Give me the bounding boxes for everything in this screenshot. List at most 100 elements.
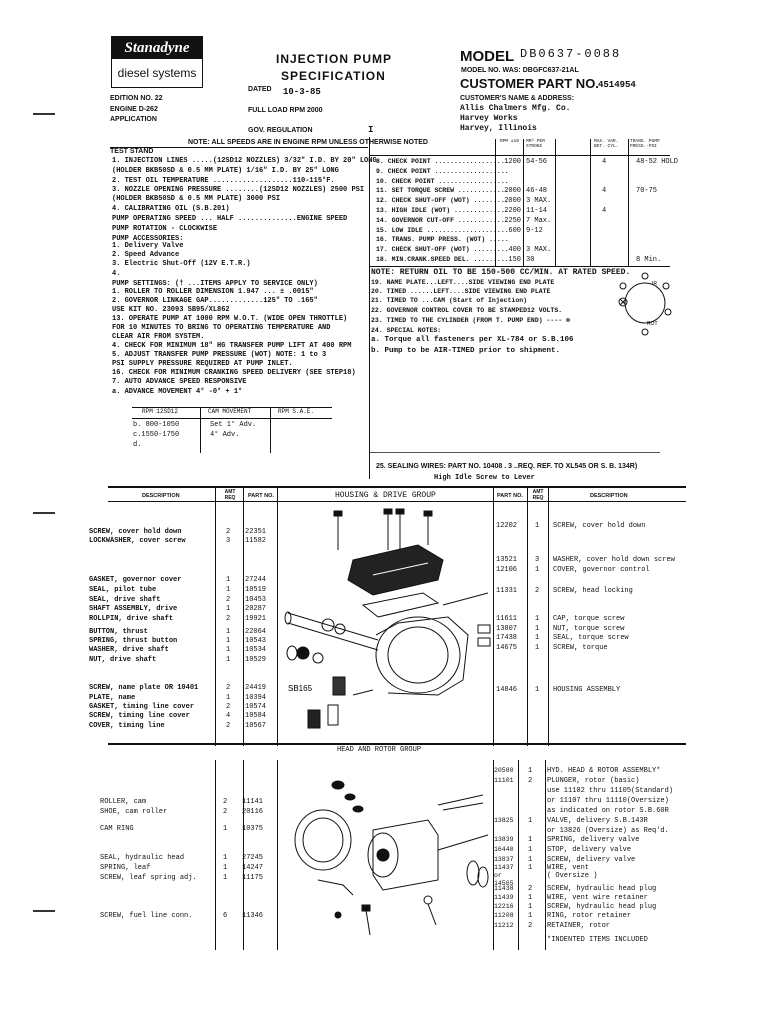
part-number: 14247 [242, 864, 264, 872]
part-description: SEAL, hydraulic head [100, 854, 185, 862]
check-row-mm: 54-56 [526, 158, 548, 166]
housing-drive-exploded-view: SB165 [284, 508, 491, 729]
part-description: HOUSING ASSEMBLY [553, 686, 621, 694]
part-amount: 2 [528, 922, 533, 930]
check-row-mm: 46-48 [526, 187, 548, 196]
part-number: 10394 [245, 694, 267, 702]
spec-line: a. ADVANCE MOVEMENT 4° -0° + 1° [112, 388, 243, 396]
part-amount: 1 [535, 634, 540, 642]
right-note-line: 23. TIMED TO THE CYLINDER (FROM T. PUMP … [371, 317, 570, 324]
check-row-mm: 30 [526, 256, 535, 264]
part-description: ( Oversize ) [547, 872, 598, 880]
part-description: WASHER, drive shaft [89, 646, 169, 654]
spec-line: PUMP SETTINGS: († ...ITEMS APPLY TO SERV… [112, 280, 318, 288]
spec-line: 2. TEST OIL TEMPERATURE ................… [112, 177, 335, 185]
advance-table-header: RPM 12SD12 [142, 408, 179, 415]
part-amount: 1 [226, 656, 231, 664]
part-number: 10453 [245, 596, 267, 604]
part-number: 11175 [242, 874, 264, 882]
speeds-note: NOTE: ALL SPEEDS ARE IN ENGINE RPM UNLES… [188, 139, 428, 146]
part-description: WASHER, cover hold down screw [553, 556, 675, 564]
part-number: 19921 [245, 615, 267, 623]
part-amount: 1 [528, 767, 533, 775]
spec-line: 2. Speed Advance [112, 251, 180, 259]
part-amount: 1 [528, 846, 533, 854]
spec-line: 4. CALIBRATING OIL (S.B.201) [112, 205, 230, 213]
part-number: 16440 [494, 846, 514, 853]
part-amount: 2 [226, 722, 231, 730]
part-description: ROLLPIN, drive shaft [89, 615, 174, 623]
part-description: ROLLER, cam [100, 798, 147, 806]
part-description: SPRING, leaf [100, 864, 151, 872]
advance-table-header: RPM S.A.E. [278, 408, 315, 415]
engine: ENGINE D-262 [110, 106, 158, 113]
right-note-line: 20. TIMED ......LEFT....SIDE VIEWING END… [371, 288, 551, 295]
part-description: SCREW, timing line cover [89, 712, 190, 720]
end-plate-circle [624, 282, 666, 324]
check-row-label: 10. CHECK POINT .................. [376, 177, 509, 185]
punch-mark [33, 512, 55, 514]
model-was: MODEL NO. WAS: DBGFC637-21AL [461, 67, 579, 74]
part-amount: 1 [223, 864, 228, 872]
part-number: 11582 [245, 537, 267, 545]
part-number: 11439 [494, 894, 514, 901]
check-row-label: 16. TRANS. PUMP PRESS. (WOT) ..... [376, 236, 509, 244]
check-table-header: MM³ PER STROKE [526, 139, 545, 149]
part-description: SPRING, delivery valve [547, 836, 640, 844]
check-row-label: 9. CHECK POINT ................... [376, 167, 509, 175]
part-number: 27244 [245, 576, 267, 584]
dated-value: 10-3-85 [283, 87, 321, 97]
part-description: NUT, drive shaft [89, 656, 157, 664]
part-number: 14846 [496, 686, 518, 694]
part-number: 10574 [245, 703, 267, 711]
part-description: SCREW, hydraulic head plug [547, 885, 657, 893]
part-number: 12106 [496, 566, 518, 574]
spec-line: 7. AUTO ADVANCE SPEED RESPONSIVE [112, 378, 247, 386]
check-row-label: 12. CHECK SHUT-OFF (WOT) ......... [376, 197, 509, 205]
part-amount: 3 [535, 556, 540, 564]
customer-address-line: Harvey, Illinois [460, 124, 537, 133]
part-description: or 11107 thru 11110(Oversize) [547, 797, 669, 805]
logo-brand: Stanadyne [112, 37, 202, 59]
check-row-label: 18. MIN.CRANK.SPEED DEL. ......... [376, 256, 509, 263]
check-row-var: 4 [602, 187, 607, 196]
rot-label: ROT [647, 321, 658, 327]
part-description: *INDENTED ITEMS INCLUDED [547, 936, 648, 944]
edition-no: EDITION NO. 22 [110, 95, 163, 102]
check-row-var: 4 [602, 158, 607, 166]
spec-line: 2. GOVERNOR LINKAGE GAP.............125"… [112, 297, 318, 305]
part-description: GASKET, governor cover [89, 576, 182, 584]
spec-line: (HOLDER BKB50SD & 0.5 MM PLATE) 1/16" I.… [112, 167, 339, 175]
part-number: 14675 [496, 644, 518, 652]
spec-line: 1. INJECTION LINES .....(12SD12 NOZZLES)… [112, 157, 377, 165]
part-description: SHOE, cam roller [100, 808, 168, 816]
company-logo: Stanadyne diesel systems [111, 36, 203, 88]
part-number: 11611 [496, 615, 518, 623]
part-amount: 1 [528, 894, 533, 902]
part-description: use 11102 thru 11105(Standard) [547, 787, 674, 795]
part-number: 10529 [245, 656, 267, 664]
part-number: 13521 [496, 556, 518, 564]
part-amount: 1 [226, 586, 231, 594]
test-stand-label: TEST STAND [110, 148, 154, 155]
full-load-rpm: FULL LOAD RPM 2000 [248, 107, 323, 114]
part-number: 10375 [242, 825, 264, 833]
col-amt-left: AMT REQ [224, 489, 236, 501]
right-note-line: 21. TIMED TO ...CAM (Start of Injection) [371, 297, 528, 304]
spec-line: 4. [112, 270, 121, 278]
part-amount: 1 [226, 694, 231, 702]
part-amount: 1 [528, 864, 533, 872]
customer-name-label: CUSTOMER'S NAME & ADDRESS: [460, 95, 575, 102]
spec-line: 13. OPERATE PUMP AT 1000 RPM W.O.T. (WID… [112, 315, 348, 323]
spec-line: CLEAR AIR FROM SYSTEM. [112, 333, 205, 341]
sealing-wires: 25. SEALING WIRES: PART NO. 10408 . 3 ..… [376, 463, 638, 470]
check-row-mm: 3 MAX. [526, 197, 552, 206]
check-row-rpm: 2200 [504, 207, 521, 215]
right-note-line: a. Torque all fasteners per XL-784 or S.… [371, 336, 574, 344]
part-description: SCREW, fuel line conn. [100, 912, 193, 920]
part-number: 11331 [496, 587, 518, 595]
spec-line: 5. ADJUST TRANSFER PUMP PRESSURE (WOT) N… [112, 351, 327, 359]
part-description: SCREW, cover hold down [89, 528, 182, 536]
part-number: 10519 [245, 586, 267, 594]
check-row-rpm: 150 [508, 256, 521, 264]
